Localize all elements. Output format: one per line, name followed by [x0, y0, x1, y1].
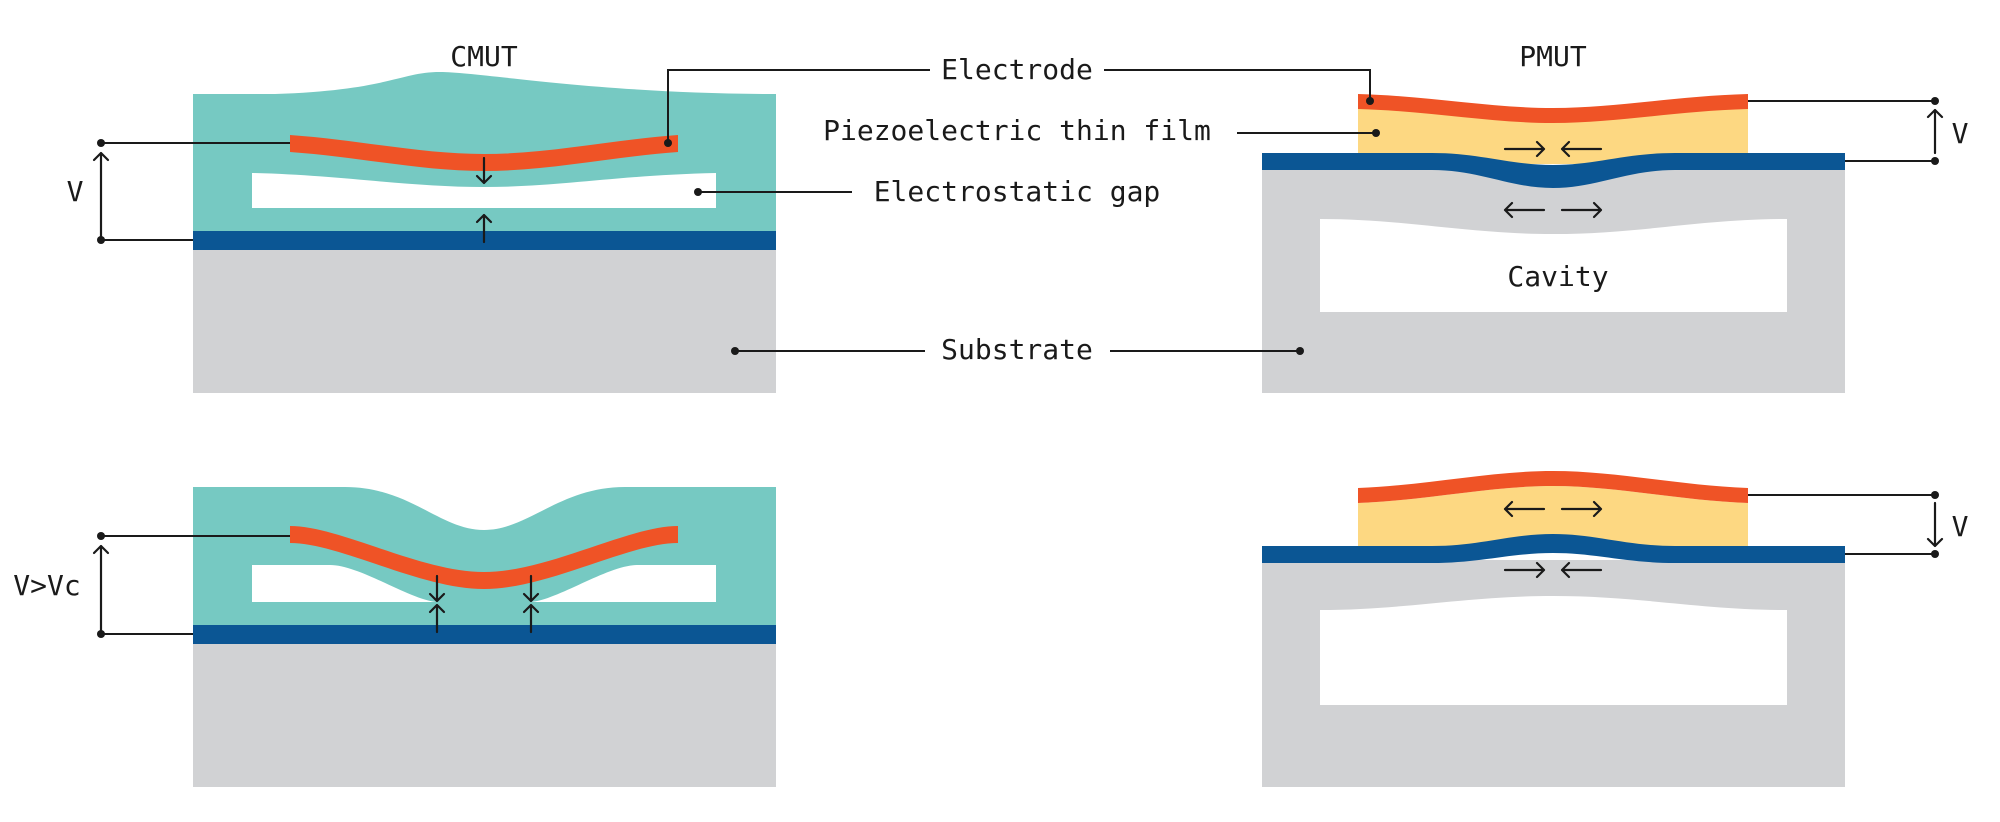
pmut-top-bottom-electrode [1262, 153, 1845, 188]
substrate-leader-dot [1296, 347, 1304, 355]
callout-electrostatic-gap: Electrostatic gap [694, 175, 1160, 208]
cmut-bottom-substrate [193, 642, 776, 787]
cavity-label: Cavity [1507, 260, 1608, 293]
electrostatic-gap-leader-dot [694, 188, 702, 196]
callout-substrate: Substrate [731, 333, 1304, 366]
cmut-top-membrane-wave [193, 93, 776, 120]
pmut-bottom-electrode [1358, 471, 1748, 503]
pmut-top-compress-arrow-right-icon [1503, 140, 1546, 158]
cmut-top-voltage-label: V [67, 175, 84, 208]
cmut-bottom-arrow-down-icon [428, 574, 446, 603]
cmut-top-arrow-down-icon [475, 156, 493, 185]
pmut-bottom-expand-arrow-left-icon [1503, 500, 1546, 518]
cmut-top-substrate [193, 248, 776, 393]
cmut-bottom: V>Vc [13, 487, 776, 787]
pmut-top-electrode [1358, 94, 1748, 123]
cmut-bottom-bottom-electrode [193, 625, 776, 644]
electrode-label: Electrode [941, 53, 1093, 86]
piezo-film-leader-dot [1372, 129, 1380, 137]
electrode-leader-dot [664, 139, 672, 147]
pmut-bottom-expand-arrow-right-icon [1560, 500, 1603, 518]
pmut-bottom-compress-arrow-right-icon [1503, 561, 1546, 579]
cmut-bottom-membrane [193, 487, 776, 625]
pmut-bottom-bottom-electrode [1262, 534, 1845, 563]
cmut-bottom-voltage-label: V>Vc [13, 569, 80, 602]
pmut-bottom-voltage-label: V [1952, 510, 1969, 543]
cmut-bottom-voltage-arrow-icon [92, 544, 110, 632]
cmut-bottom-electrode [290, 526, 678, 589]
cmut-top-arrow-up-icon [475, 213, 493, 244]
pmut-bottom-substrate [1262, 560, 1845, 787]
cmut-top-voltage-arrow-icon [92, 151, 110, 238]
cmut-bottom-arrow-up-icon [428, 603, 446, 634]
electrostatic-gap-label: Electrostatic gap [874, 175, 1161, 208]
cmut-title: CMUT [450, 40, 518, 73]
pmut-bottom-voltage-arrow-icon [1926, 501, 1944, 548]
cmut-top: V [67, 72, 776, 393]
electrode-leader-dot [1366, 97, 1374, 105]
cmut-top-electrode [290, 135, 678, 171]
substrate-leader-dot [731, 347, 739, 355]
pmut-bottom-compress-arrow-left-icon [1560, 561, 1603, 579]
cmut-bottom-arrow-up-icon [522, 603, 540, 634]
pmut-bottom-piezo-film [1358, 486, 1748, 547]
pmut-top-voltage-arrow-icon [1926, 108, 1944, 155]
pmut-top: Cavity V [1262, 94, 1969, 393]
electrode-leader-left [667, 69, 930, 143]
pmut-top-voltage-label: V [1952, 117, 1969, 150]
substrate-label: Substrate [941, 333, 1093, 366]
electrode-leader-right [1104, 69, 1371, 101]
pmut-title: PMUT [1519, 40, 1587, 73]
callout-electrode: Electrode [664, 53, 1374, 147]
pmut-top-piezo-film [1358, 108, 1748, 164]
cmut-bottom-arrow-down-icon [522, 574, 540, 603]
pmut-top-compress-arrow-left-icon [1560, 140, 1603, 158]
piezo-film-label: Piezoelectric thin film [823, 114, 1211, 147]
callout-piezo-film: Piezoelectric thin film [823, 114, 1380, 147]
pmut-bottom: V [1262, 471, 1969, 787]
pmut-top-substrate [1262, 168, 1845, 393]
pmut-top-expand-arrow-left-icon [1503, 201, 1546, 219]
pmut-top-expand-arrow-right-icon [1560, 201, 1603, 219]
cmut-bottom-gap [252, 565, 716, 602]
